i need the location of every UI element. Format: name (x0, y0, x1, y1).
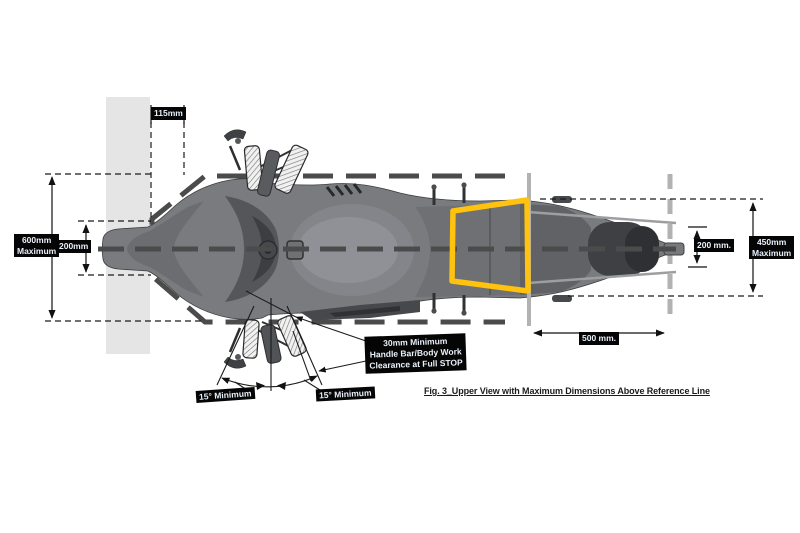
stalks (432, 186, 466, 312)
highlight-trapezoid (449, 197, 531, 294)
leader-15-right (303, 379, 321, 391)
label-500mm: 500 mm. (579, 332, 620, 345)
barrier-band (106, 97, 150, 354)
label-200mm-right: 200 mm. (694, 239, 735, 252)
front-lever-top (223, 129, 247, 171)
label-600mm-maximum: 600mm Maximum (14, 234, 60, 258)
radial-left (216, 305, 255, 386)
extension-lines (45, 122, 763, 322)
fuel-tank-top (298, 217, 398, 283)
radial-right (286, 305, 323, 386)
fairing-vents (325, 183, 363, 197)
angle-arc (221, 375, 318, 388)
exhaust-detail-dark (330, 306, 400, 317)
front-lever-bottom (223, 327, 247, 369)
label-115mm: 115mm (151, 107, 186, 120)
clearance-note-box: 30mm Minimum Handle Bar/Body Work Cleara… (364, 333, 468, 374)
label-450mm-maximum: 450mm Maximum (749, 236, 795, 260)
steering-angle-graphics (216, 298, 323, 391)
handlebar-grips (242, 144, 309, 364)
rear-grab-bottom (552, 295, 572, 302)
label-200mm-left: 200mm (56, 240, 92, 253)
stalk-tips (431, 182, 467, 316)
radial-grip (292, 330, 312, 382)
front-fairing-shade (127, 201, 204, 297)
rear-taper-lines (527, 210, 677, 285)
figure-caption: Fig. 3_Upper View with Maximum Dimension… (424, 386, 710, 396)
clearance-leaders (245, 290, 367, 373)
angle-arc-ticks (256, 382, 286, 390)
